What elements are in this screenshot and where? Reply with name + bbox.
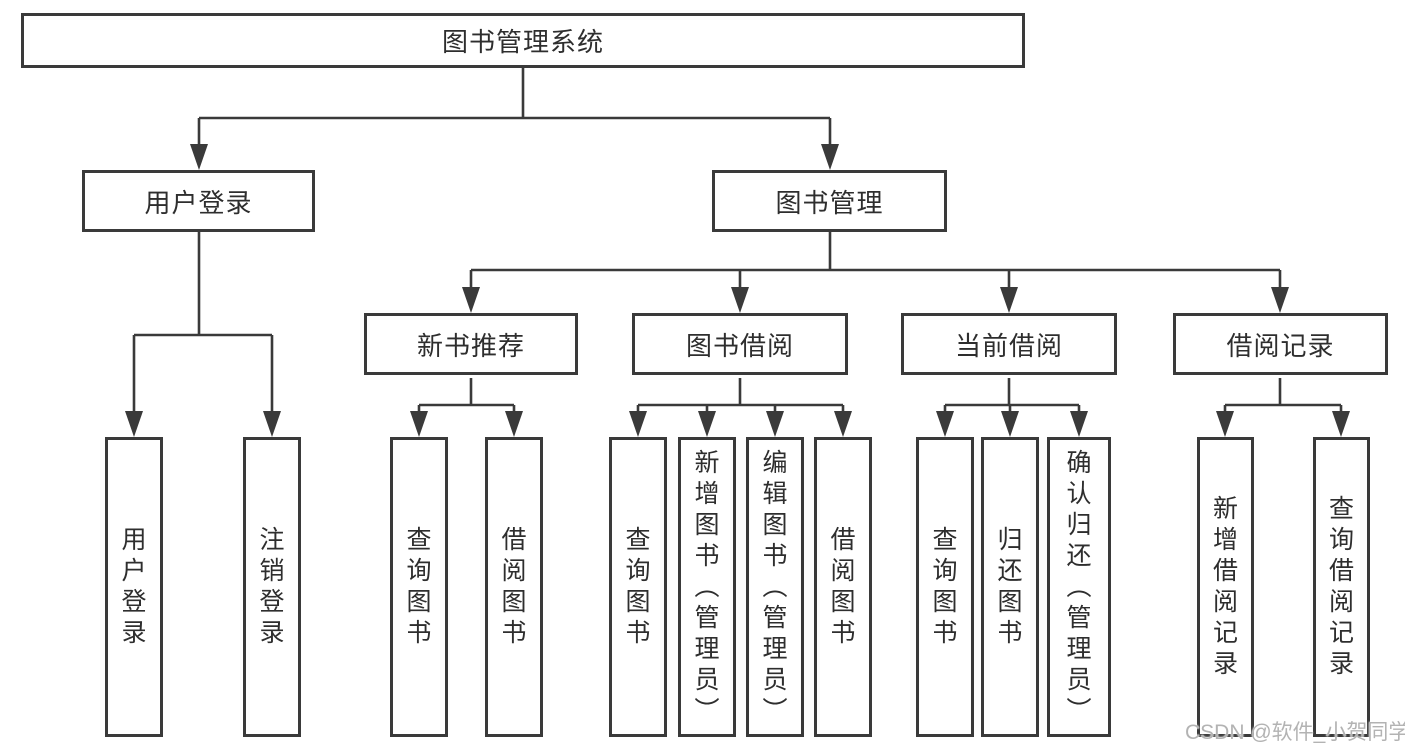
arrow-down-icon [410, 411, 428, 437]
arrow-down-icon [263, 411, 281, 437]
node-label: 归 还 图 书 [997, 526, 1023, 647]
node-current-borrowing: 当前借阅 [901, 313, 1117, 375]
leaf-user-login: 用 户 登 录 [105, 437, 163, 737]
arrowhead-icons [125, 144, 1350, 437]
arrow-down-icon [462, 287, 480, 313]
arrow-down-icon [505, 411, 523, 437]
node-label: 注 销 登 录 [259, 526, 285, 647]
leaf-query-books-recommendation: 查 询 图 书 [390, 437, 448, 737]
leaf-query-borrowing-record: 查 询 借 阅 记 录 [1313, 437, 1370, 737]
node-borrowing-records: 借阅记录 [1173, 313, 1388, 375]
arrow-down-icon [766, 411, 784, 437]
leaf-edit-books-admin: 编 辑 图 书 ︵ 管 理 员 ︶ [746, 437, 804, 737]
node-label: 图书管理 [775, 187, 884, 218]
node-label: 查 询 图 书 [625, 526, 651, 647]
csdn-watermark: CSDN @软件_小贺同学 [1185, 721, 1405, 744]
leaf-confirm-return-admin: 确 认 归 还 ︵ 管 理 员 ︶ [1047, 437, 1111, 737]
leaf-return-books: 归 还 图 书 [981, 437, 1039, 737]
node-label: 编 辑 图 书 ︵ 管 理 员 ︶ [762, 448, 788, 725]
leaf-borrow-books-recommendation: 借 阅 图 书 [485, 437, 543, 737]
node-label: 新 增 图 书 ︵ 管 理 员 ︶ [694, 448, 720, 725]
arrow-down-icon [190, 144, 208, 170]
node-label: 图书管理系统 [441, 27, 604, 57]
leaf-query-books-current: 查 询 图 书 [916, 437, 974, 737]
arrow-down-icon [125, 411, 143, 437]
node-label: 新书推荐 [416, 330, 525, 361]
arrow-down-icon [629, 411, 647, 437]
leaf-borrow-books-borrowing: 借 阅 图 书 [814, 437, 872, 737]
node-label: 图书借阅 [685, 330, 794, 361]
node-label: 查 询 借 阅 记 录 [1328, 495, 1354, 678]
arrow-down-icon [936, 411, 954, 437]
node-label: 新 增 借 阅 记 录 [1212, 495, 1238, 678]
node-library-management-system: 图书管理系统 [21, 13, 1025, 68]
arrow-down-icon [1001, 411, 1019, 437]
arrow-down-icon [834, 411, 852, 437]
tree-edges [132, 68, 1343, 412]
node-book-management: 图书管理 [712, 170, 947, 232]
arrow-down-icon [1000, 287, 1018, 313]
arrow-down-icon [1070, 411, 1088, 437]
arrow-down-icon [1216, 411, 1234, 437]
node-label: 查 询 图 书 [932, 526, 958, 647]
node-user-login: 用户登录 [82, 170, 315, 232]
node-label: 借阅记录 [1226, 330, 1335, 361]
node-label: 用 户 登 录 [121, 526, 147, 647]
node-label: 确 认 归 还 ︵ 管 理 员 ︶ [1066, 448, 1092, 725]
node-book-borrowing: 图书借阅 [632, 313, 848, 375]
arrow-down-icon [1271, 287, 1289, 313]
node-label: 当前借阅 [954, 330, 1063, 361]
node-new-book-recommendation: 新书推荐 [364, 313, 578, 375]
node-label: 查 询 图 书 [406, 526, 432, 647]
leaf-add-books-admin: 新 增 图 书 ︵ 管 理 员 ︶ [678, 437, 736, 737]
node-label: 借 阅 图 书 [830, 526, 856, 647]
node-label: 用户登录 [144, 187, 253, 218]
leaf-add-borrowing-record: 新 增 借 阅 记 录 [1197, 437, 1254, 737]
leaf-logout: 注 销 登 录 [243, 437, 301, 737]
arrow-down-icon [731, 287, 749, 313]
leaf-query-books-borrowing: 查 询 图 书 [609, 437, 667, 737]
node-label: 借 阅 图 书 [501, 526, 527, 647]
arrow-down-icon [1332, 411, 1350, 437]
arrow-down-icon [821, 144, 839, 170]
arrow-down-icon [698, 411, 716, 437]
